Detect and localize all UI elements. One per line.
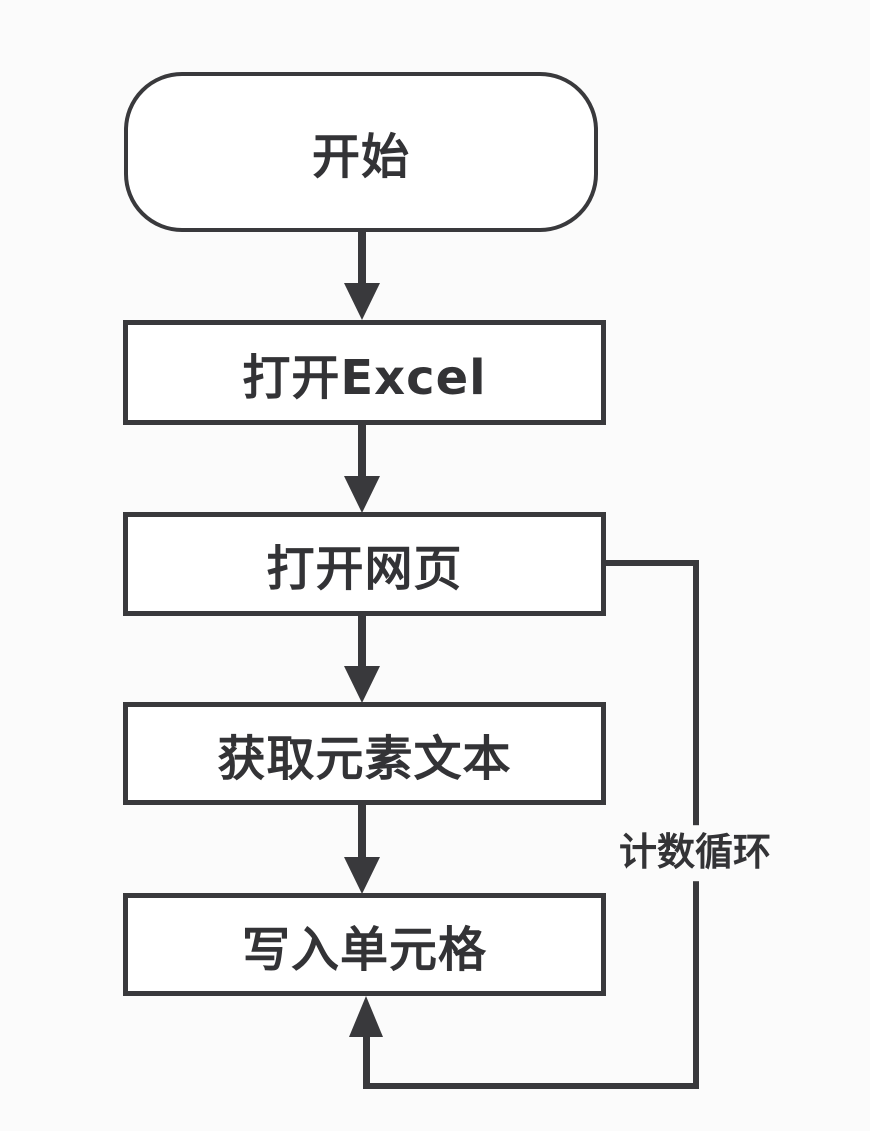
- node-open-webpage: 打开网页: [123, 512, 606, 616]
- loop-label: 计数循环: [616, 825, 774, 881]
- node-get-element-text: 获取元素文本: [123, 702, 606, 805]
- node-open-webpage-label: 打开网页: [266, 541, 463, 597]
- node-start-label: 开始: [311, 129, 410, 185]
- loop-connector-bottom-segment: [363, 1083, 699, 1089]
- node-open-excel: 打开Excel: [123, 320, 606, 425]
- connector-start-to-open-excel: [358, 230, 366, 288]
- node-get-element-text-label: 获取元素文本: [217, 730, 512, 787]
- node-start: 开始: [124, 72, 598, 232]
- connector-open-excel-to-open-webpage: [358, 423, 366, 480]
- arrowhead-down-icon: [344, 857, 380, 894]
- loop-connector-top-segment: [606, 560, 699, 566]
- loop-connector-right-segment: [693, 560, 699, 1089]
- loop-connector-up-segment: [363, 1030, 370, 1087]
- connector-get-element-text-to-write-cell: [358, 803, 366, 861]
- node-write-cell: 写入单元格: [123, 893, 606, 996]
- node-open-excel-label: 打开Excel: [242, 349, 487, 406]
- arrowhead-down-icon: [344, 666, 380, 703]
- arrowhead-down-icon: [344, 476, 380, 513]
- arrowhead-down-icon: [344, 283, 380, 320]
- arrowhead-up-icon: [349, 996, 383, 1037]
- connector-open-webpage-to-get-element-text: [358, 614, 366, 670]
- node-write-cell-label: 写入单元格: [241, 921, 487, 978]
